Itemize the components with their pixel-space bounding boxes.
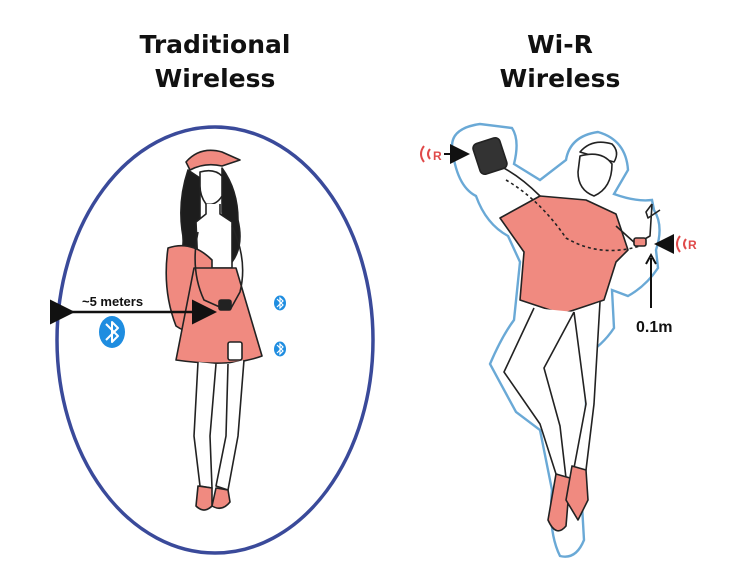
- svg-text:R: R: [433, 149, 442, 163]
- range-label: ~5 meters: [82, 294, 143, 309]
- bluetooth-icon: [274, 341, 286, 357]
- bluetooth-icon: [99, 316, 125, 348]
- svg-text:R: R: [688, 238, 697, 252]
- bluetooth-range-bubble: [55, 125, 375, 555]
- title-line-2: Wireless: [154, 63, 276, 93]
- wi-r-signal-icon: R: [420, 144, 470, 164]
- woman-figure: [165, 149, 263, 511]
- bluetooth-icon: [274, 295, 286, 311]
- wi-r-wireless-title: Wi-R Wireless: [440, 28, 680, 96]
- man-figure: [472, 136, 661, 532]
- title-line-2: Wireless: [499, 63, 621, 93]
- title-line-1: Traditional: [139, 30, 291, 59]
- body-field-outline: [450, 122, 661, 558]
- distance-label: 0.1m: [636, 319, 672, 336]
- title-line-1: Wi-R: [527, 30, 593, 59]
- wi-r-signal-icon: R: [654, 234, 697, 254]
- traditional-wireless-title: Traditional Wireless: [90, 28, 340, 96]
